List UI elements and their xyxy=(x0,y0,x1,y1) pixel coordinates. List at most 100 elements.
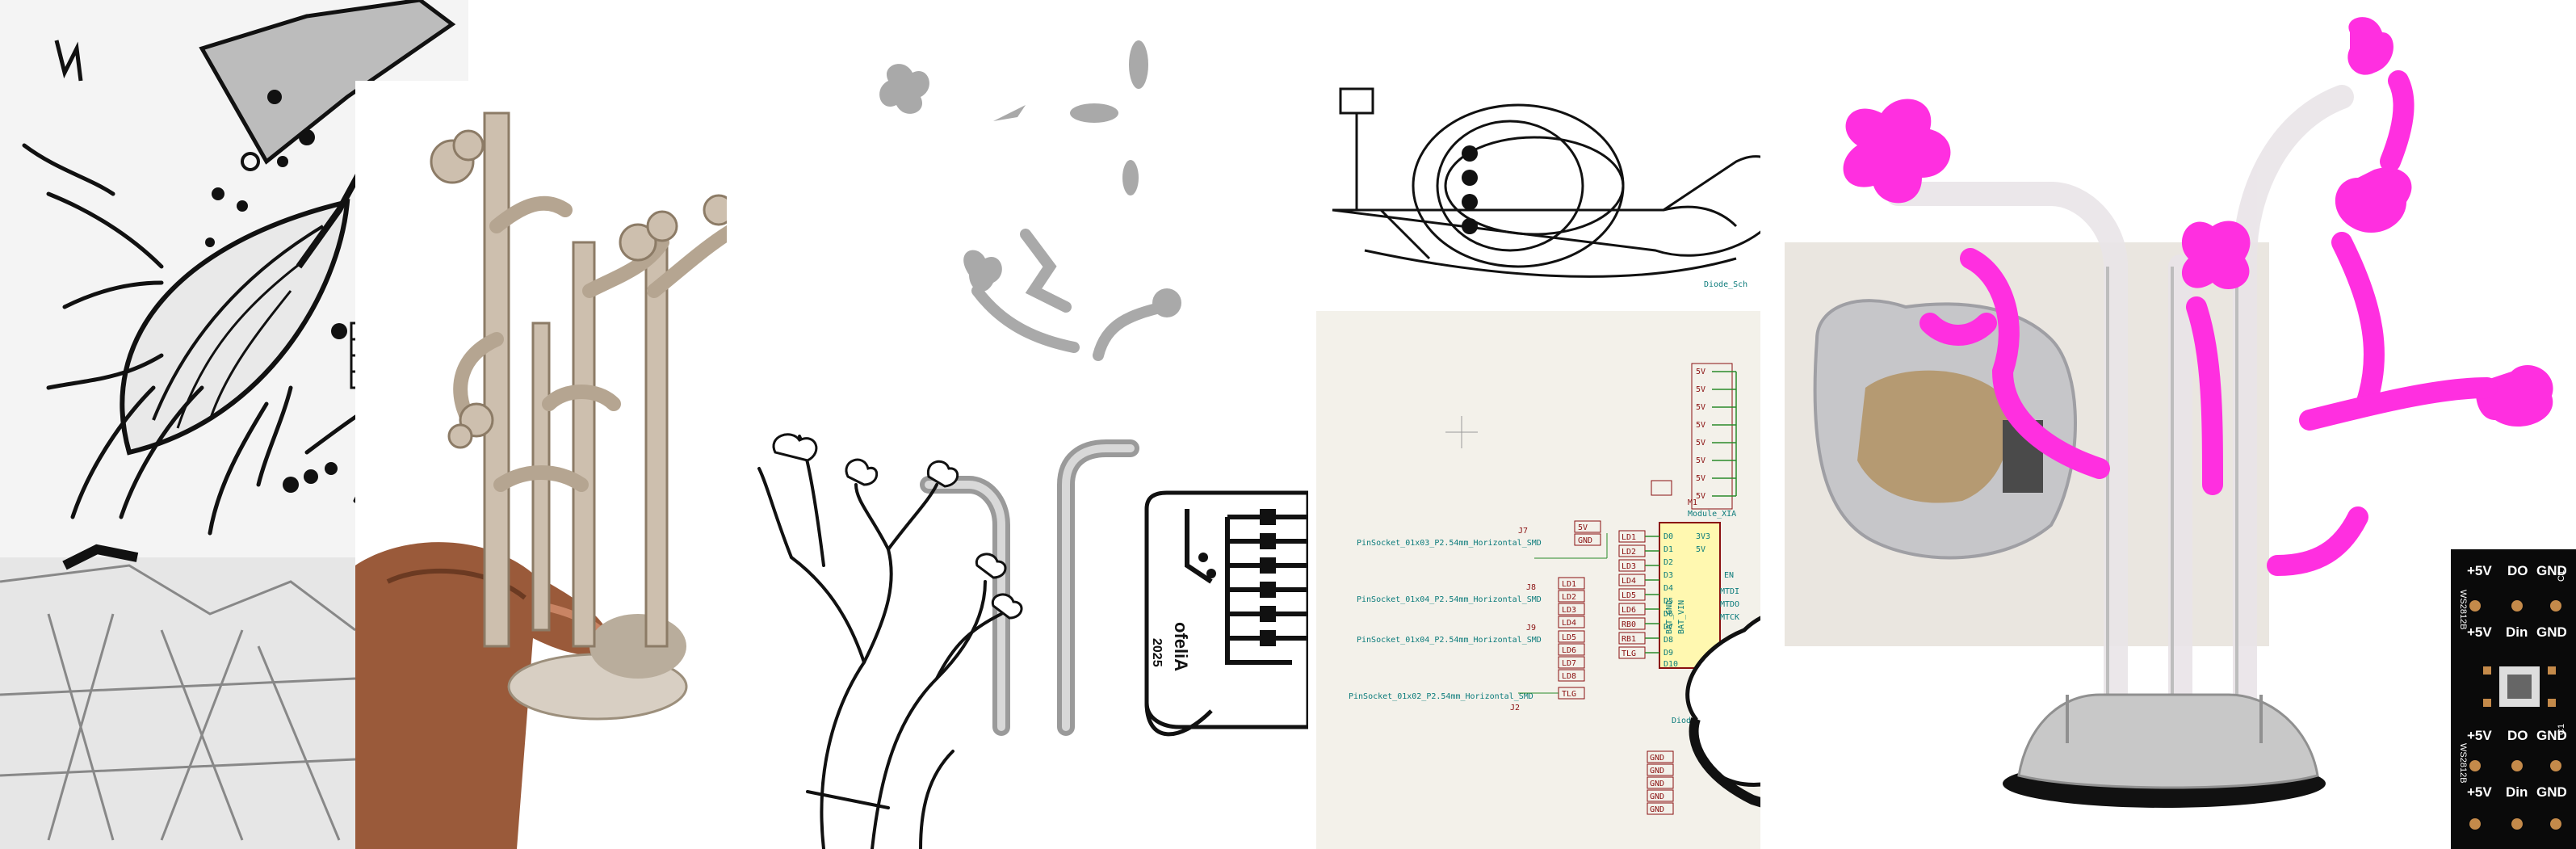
svg-text:5V: 5V xyxy=(1696,545,1705,554)
svg-text:EN: EN xyxy=(1724,571,1734,580)
pcb-year-text: 2025 xyxy=(1150,638,1164,667)
led-chip-label-1: WS2812B xyxy=(2458,590,2468,630)
svg-text:PinSocket_01x04_P2.54mm_Horizo: PinSocket_01x04_P2.54mm_Horizontal_SMD xyxy=(1357,595,1542,604)
svg-text:LD5: LD5 xyxy=(1562,633,1576,642)
led-row3-gnd: GND xyxy=(2536,728,2567,743)
sketch-tree-panel: ofeliA 2025 xyxy=(727,0,1308,849)
svg-text:LD3: LD3 xyxy=(1562,606,1576,615)
lamp-render-illustration xyxy=(1760,0,2576,849)
svg-text:RB0: RB0 xyxy=(1622,620,1636,629)
led-chip-label-2: WS2812B xyxy=(2458,743,2468,784)
connector-j7: J7 PinSocket_01x03_P2.54mm_Horizontal_SM… xyxy=(1357,520,1608,559)
svg-text:5V: 5V xyxy=(1696,439,1705,448)
svg-text:D3: D3 xyxy=(1663,571,1673,580)
led-cap-label-2: C1 xyxy=(2557,724,2566,735)
svg-text:LD1: LD1 xyxy=(1622,533,1636,542)
svg-text:GND: GND xyxy=(1650,805,1664,814)
pcb-name-text: ofeliA xyxy=(1171,622,1191,671)
svg-text:D1: D1 xyxy=(1663,545,1673,554)
svg-text:D4: D4 xyxy=(1663,584,1673,593)
svg-text:LD5: LD5 xyxy=(1622,591,1636,600)
svg-text:Module_XIA: Module_XIA xyxy=(1688,510,1736,519)
svg-text:LD6: LD6 xyxy=(1622,606,1636,615)
svg-text:D5: D5 xyxy=(1663,597,1673,606)
led-strip: +5V DO GND +5V Din GND +5V DO GND +5V Di… xyxy=(2451,549,2576,849)
svg-text:BAT_VIN: BAT_VIN xyxy=(1677,600,1686,634)
svg-text:D6: D6 xyxy=(1663,610,1673,619)
module-m1: M1 Module_XIA D0 D1 D2 D3 D4 D5 D6 D7 D8… xyxy=(1651,480,1739,669)
svg-text:3V3: 3V3 xyxy=(1696,532,1710,541)
svg-text:5V: 5V xyxy=(1696,385,1705,394)
sketch-tree-illustration: ofeliA 2025 xyxy=(727,0,1308,849)
svg-text:LD8: LD8 xyxy=(1562,672,1576,681)
device-sketch: Diode_Sch xyxy=(1316,65,1817,339)
led-row3-do: DO xyxy=(2507,728,2528,743)
led-row2-din: Din xyxy=(2506,624,2528,640)
svg-text:MTCK: MTCK xyxy=(1720,613,1739,622)
svg-text:LD1: LD1 xyxy=(1562,580,1576,589)
pcb-sketch: ofeliA 2025 xyxy=(1144,490,1308,737)
top-pin-column: 5V 5V 5V 5V 5V 5V 5V 5V xyxy=(1691,363,1737,510)
svg-text:PinSocket_01x03_P2.54mm_Horizo: PinSocket_01x03_P2.54mm_Horizontal_SMD xyxy=(1357,539,1542,548)
svg-text:LD4: LD4 xyxy=(1622,577,1636,586)
led-row3-5v: +5V xyxy=(2467,728,2492,743)
svg-text:GND: GND xyxy=(1650,767,1664,775)
schematic-top-sub-label: Diode_Sch xyxy=(1704,280,1747,289)
svg-text:MTDO: MTDO xyxy=(1720,600,1739,609)
svg-text:J7: J7 xyxy=(1518,527,1528,536)
connector-j2: PinSocket_01x02_P2.54mm_Horizontal_SMD J… xyxy=(1349,687,1585,712)
svg-text:LD7: LD7 xyxy=(1562,659,1576,668)
schematic-panel: D 5V 5V 5V 5V 5V 5V 5V 5V xyxy=(1316,311,1760,849)
svg-text:J9: J9 xyxy=(1526,624,1536,633)
svg-text:J2: J2 xyxy=(1510,704,1520,712)
svg-text:BAT_GND: BAT_GND xyxy=(1665,600,1674,634)
svg-text:5V: 5V xyxy=(1696,421,1705,430)
svg-text:D7: D7 xyxy=(1663,623,1673,632)
gnd-labels: GND GND GND GND GND Diode_S xyxy=(1647,717,1705,815)
svg-text:M1: M1 xyxy=(1688,498,1697,507)
svg-text:TLG: TLG xyxy=(1562,690,1576,699)
svg-text:RB1: RB1 xyxy=(1622,635,1636,644)
svg-text:GND: GND xyxy=(1650,754,1664,763)
led-row2-gnd: GND xyxy=(2536,624,2567,640)
svg-text:Diode_S: Diode_S xyxy=(1672,717,1705,725)
svg-text:TLG: TLG xyxy=(1622,649,1636,658)
lamp-render-panel xyxy=(1760,0,2576,849)
svg-text:5V: 5V xyxy=(1696,403,1705,412)
schematic-diagram: D 5V 5V 5V 5V 5V 5V 5V 5V xyxy=(1316,311,1760,849)
svg-text:LD2: LD2 xyxy=(1622,548,1636,557)
led-strip-illustration: +5V DO GND +5V Din GND +5V DO GND +5V Di… xyxy=(2451,549,2576,849)
svg-text:MTDI: MTDI xyxy=(1720,587,1739,596)
led-row4-5v: +5V xyxy=(2467,784,2492,800)
led-cap-label-1: C1 xyxy=(2557,570,2566,582)
svg-text:GND: GND xyxy=(1650,792,1664,801)
svg-text:GND: GND xyxy=(1578,536,1592,545)
left-pin-labels: LD1 LD2 LD3 LD4 LD5 LD6 RB0 RB1 TLG xyxy=(1618,530,1659,659)
svg-text:5V: 5V xyxy=(1578,523,1588,532)
svg-text:J8: J8 xyxy=(1526,583,1536,592)
svg-text:5V: 5V xyxy=(1696,456,1705,465)
connector-j9: J9 PinSocket_01x04_P2.54mm_Horizontal_SM… xyxy=(1357,624,1585,682)
led-row4-gnd: GND xyxy=(2536,784,2567,800)
svg-text:PinSocket_01x02_P2.54mm_Horizo: PinSocket_01x02_P2.54mm_Horizontal_SMD xyxy=(1349,692,1533,701)
connector-j8: J8 PinSocket_01x04_P2.54mm_Horizontal_SM… xyxy=(1357,577,1585,628)
cardboard-model-photo xyxy=(355,81,735,849)
svg-text:5V: 5V xyxy=(1696,492,1705,501)
led-row1-gnd: GND xyxy=(2536,563,2567,578)
led-row1-5v: +5V xyxy=(2467,563,2492,578)
svg-text:5V: 5V xyxy=(1696,368,1705,376)
device-sketch-illustration: Diode_Sch xyxy=(1332,87,1788,289)
svg-text:PinSocket_01x04_P2.54mm_Horizo: PinSocket_01x04_P2.54mm_Horizontal_SMD xyxy=(1357,636,1542,645)
svg-text:LD3: LD3 xyxy=(1622,562,1636,571)
svg-text:GND: GND xyxy=(1650,780,1664,788)
svg-text:LD6: LD6 xyxy=(1562,646,1576,655)
svg-text:5V: 5V xyxy=(1696,474,1705,483)
svg-text:D8: D8 xyxy=(1663,636,1673,645)
led-row4-din: Din xyxy=(2506,784,2528,800)
svg-text:D0: D0 xyxy=(1663,532,1673,541)
svg-text:D10: D10 xyxy=(1663,660,1678,669)
cardboard-model-illustration xyxy=(355,81,735,849)
led-row1-do: DO xyxy=(2507,563,2528,578)
svg-text:D9: D9 xyxy=(1663,649,1673,658)
svg-text:D2: D2 xyxy=(1663,558,1673,567)
